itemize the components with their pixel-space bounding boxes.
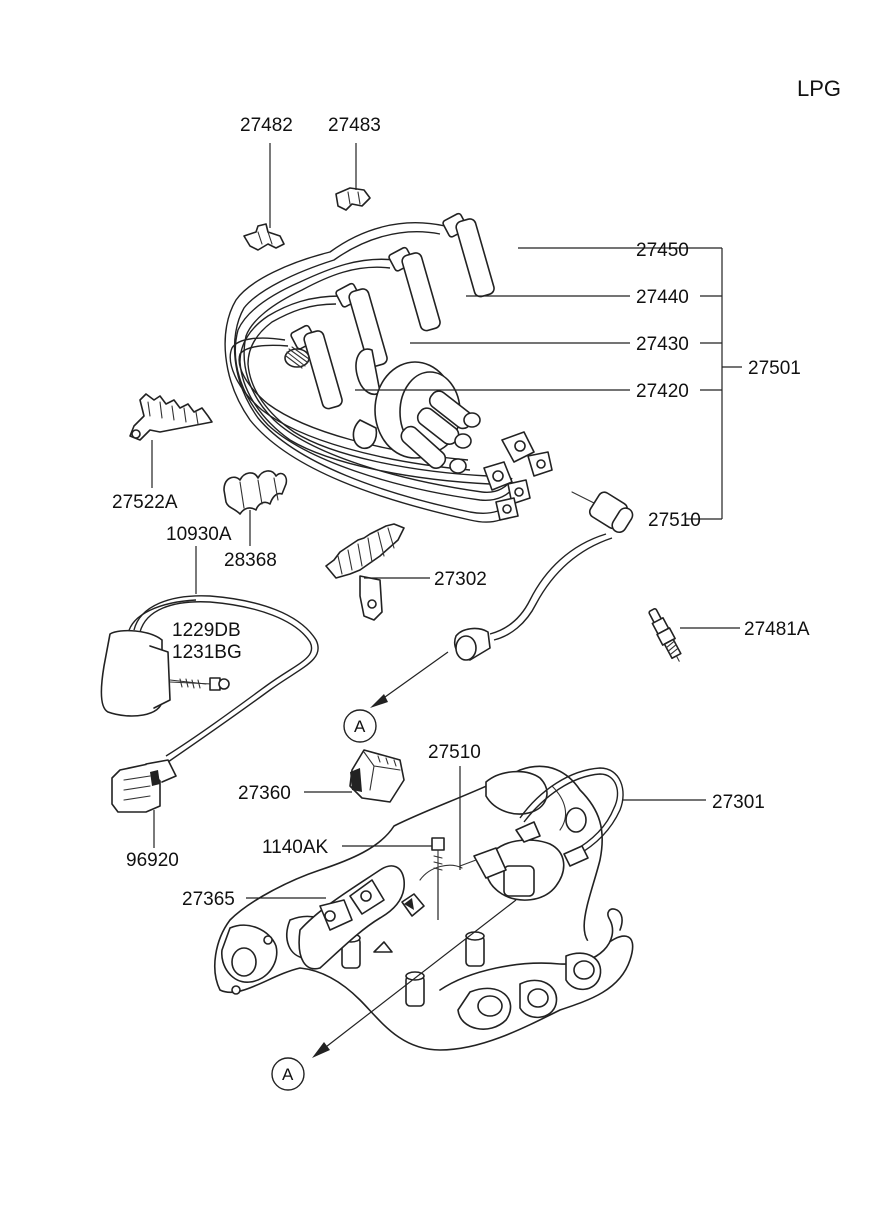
callout-27482[interactable]: 27482 — [240, 115, 293, 136]
arrowhead-a-upper — [370, 694, 388, 708]
callout-27360[interactable]: 27360 — [238, 783, 291, 804]
intake-manifold-assembly — [214, 765, 634, 1051]
callout-27430[interactable]: 27430 — [636, 334, 689, 355]
reference-marker-a-lower[interactable]: A — [271, 1057, 305, 1091]
ignition-coil-27301[interactable] — [401, 767, 624, 917]
spark-plug-10930A[interactable] — [646, 607, 686, 665]
distributor-cap-block — [352, 348, 481, 474]
callout-1231BG[interactable]: 1231BG — [172, 642, 242, 663]
callout-27420[interactable]: 27420 — [636, 381, 689, 402]
cable-holder-28368[interactable] — [223, 470, 288, 515]
cable-terminals — [483, 431, 553, 521]
ignition-coil-27302[interactable] — [100, 595, 319, 763]
callout-27483[interactable]: 27483 — [328, 115, 381, 136]
callout-27481A[interactable]: 27302 — [434, 569, 487, 590]
callout-27510-mid[interactable]: 27510 — [428, 742, 481, 763]
callout-27440[interactable]: 27440 — [636, 287, 689, 308]
ribbed-collar — [284, 346, 310, 369]
marker-a-lower-label: A — [282, 1065, 294, 1084]
callout-27522A[interactable]: 27522A — [112, 492, 178, 513]
callout-27510-top[interactable]: 27510 — [648, 510, 701, 531]
coil-cable-27510[interactable] — [454, 490, 636, 661]
cable-clip-27482[interactable] — [243, 223, 285, 251]
ignition-module-27360[interactable] — [349, 749, 405, 803]
connector-96920[interactable] — [111, 759, 177, 813]
variant-label: LPG — [797, 76, 841, 101]
callout-1229DB[interactable]: 1229DB — [172, 620, 241, 641]
leader-27501 — [355, 247, 742, 520]
cable-holder-27481A[interactable] — [325, 523, 405, 621]
cable-clip-27483[interactable] — [335, 187, 371, 211]
cable-separator-27522A[interactable] — [129, 393, 213, 441]
callout-10930A[interactable]: 27481A — [744, 619, 810, 640]
coil-mounting-bolt — [169, 677, 230, 691]
callout-27301[interactable]: 27301 — [712, 792, 765, 813]
callout-28368[interactable]: 28368 — [224, 550, 277, 571]
callout-27365[interactable]: 27365 — [182, 889, 235, 910]
bolt-1140AK[interactable] — [431, 837, 445, 879]
spark-plug-cable-set[interactable] — [224, 208, 553, 523]
reference-marker-a-upper[interactable]: A — [343, 709, 377, 743]
arrow-line-a-lower — [321, 899, 517, 1051]
arrowhead-a-lower — [312, 1042, 330, 1058]
callout-27501[interactable]: 27501 — [748, 358, 801, 379]
marker-a-upper-label: A — [354, 717, 366, 736]
arrow-line-a-upper — [377, 651, 449, 703]
callout-27450[interactable]: 27450 — [636, 240, 689, 261]
callout-96920[interactable]: 96920 — [126, 850, 179, 871]
callout-27302[interactable]: 10930A — [166, 524, 232, 545]
callout-1140AK[interactable]: 1140AK — [262, 837, 329, 858]
